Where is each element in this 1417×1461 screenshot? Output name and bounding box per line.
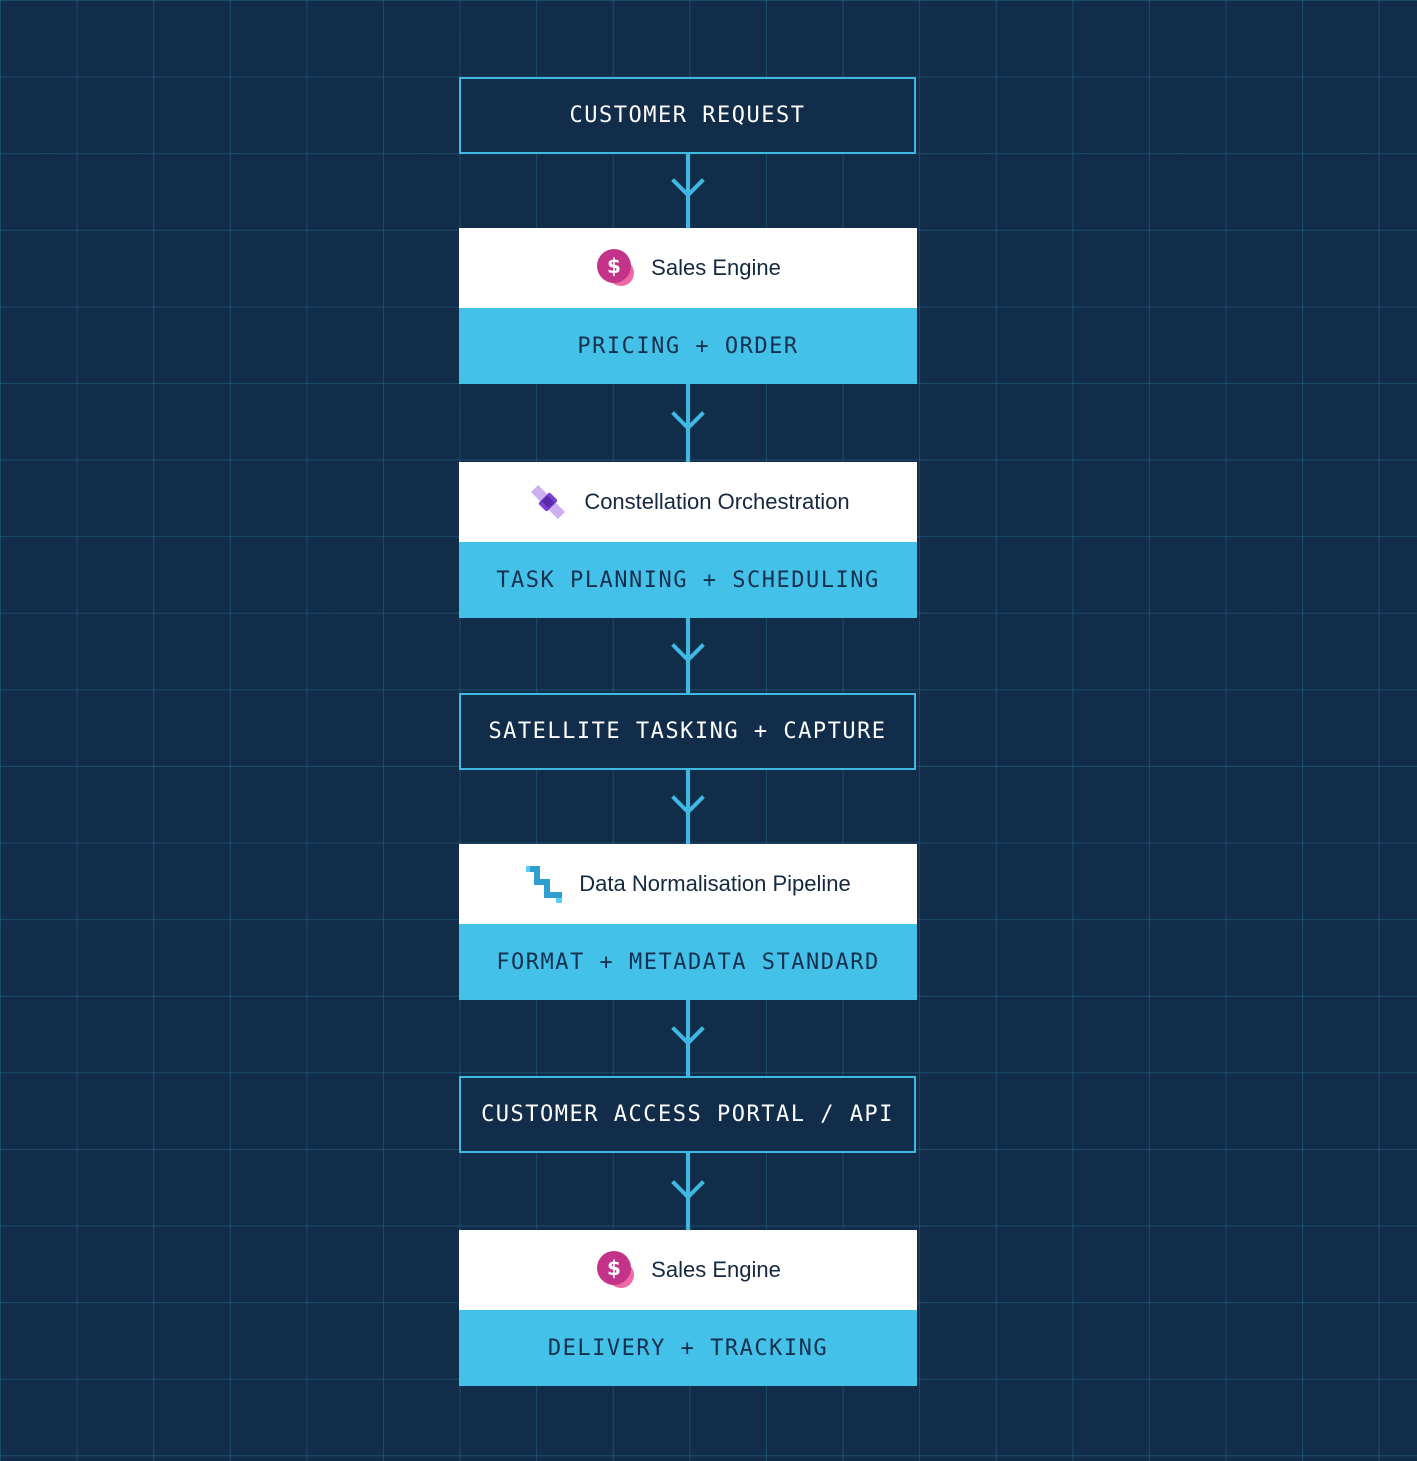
constellation-orchestration-header: Constellation Orchestration xyxy=(459,462,917,542)
satellite-tasking-box: SATELLITE TASKING + CAPTURE xyxy=(459,693,916,770)
customer-request-label: CUSTOMER REQUEST xyxy=(569,103,806,128)
task-planning-label: TASK PLANNING + SCHEDULING xyxy=(496,567,880,593)
arrow-down-icon xyxy=(671,1026,705,1046)
delivery-tracking-label: DELIVERY + TRACKING xyxy=(547,1335,829,1361)
task-planning-stage: TASK PLANNING + SCHEDULING xyxy=(459,542,917,618)
arrow-down-icon xyxy=(671,1180,705,1200)
pipeline-icon xyxy=(525,864,565,904)
arrow-down-icon xyxy=(671,795,705,815)
dollar-coin-icon: $ xyxy=(595,247,637,289)
format-metadata-label: FORMAT + METADATA STANDARD xyxy=(496,949,880,975)
sales-engine-header: $ Sales Engine xyxy=(459,228,917,308)
pricing-order-stage: PRICING + ORDER xyxy=(459,308,917,384)
dollar-coin-icon: $ xyxy=(595,1249,637,1291)
sales-engine-card: $ Sales Engine PRICING + ORDER xyxy=(459,228,917,384)
constellation-orchestration-title: Constellation Orchestration xyxy=(584,489,850,514)
data-normalisation-header: Data Normalisation Pipeline xyxy=(459,844,917,924)
arrow-down-icon xyxy=(671,643,705,663)
delivery-tracking-stage: DELIVERY + TRACKING xyxy=(459,1310,917,1386)
customer-access-box: CUSTOMER ACCESS PORTAL / API xyxy=(459,1076,916,1153)
sales-engine-title: Sales Engine xyxy=(651,255,781,280)
customer-access-label: CUSTOMER ACCESS PORTAL / API xyxy=(481,1102,894,1127)
sales-engine-delivery-title: Sales Engine xyxy=(651,1257,781,1282)
svg-text:$: $ xyxy=(607,1256,621,1280)
arrow-down-icon xyxy=(671,178,705,198)
data-normalisation-title: Data Normalisation Pipeline xyxy=(579,871,851,896)
svg-text:$: $ xyxy=(607,254,621,278)
constellation-orchestration-card: Constellation Orchestration TASK PLANNIN… xyxy=(459,462,917,618)
sales-engine-delivery-card: $ Sales Engine DELIVERY + TRACKING xyxy=(459,1230,917,1386)
sales-engine-delivery-header: $ Sales Engine xyxy=(459,1230,917,1310)
data-normalisation-card: Data Normalisation Pipeline FORMAT + MET… xyxy=(459,844,917,1000)
satellite-tasking-label: SATELLITE TASKING + CAPTURE xyxy=(488,719,887,744)
customer-request-box: CUSTOMER REQUEST xyxy=(459,77,916,154)
arrow-down-icon xyxy=(671,411,705,431)
satellite-icon xyxy=(526,480,570,524)
pricing-order-label: PRICING + ORDER xyxy=(577,333,799,359)
format-metadata-stage: FORMAT + METADATA STANDARD xyxy=(459,924,917,1000)
